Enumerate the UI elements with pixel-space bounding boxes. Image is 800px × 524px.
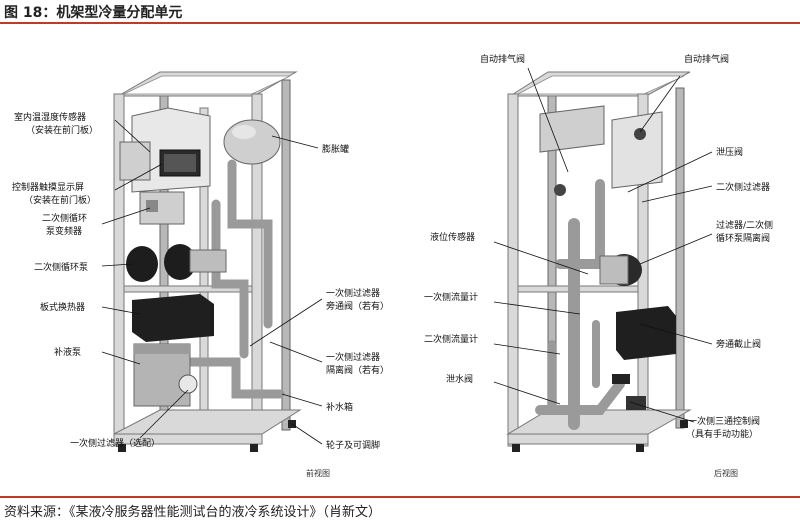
front-unit [114,72,300,452]
label-makeup-tank: 补水箱 [326,401,353,413]
label-secondary-flowmeter: 二次侧流量计 [424,333,478,345]
label-air-vent-left: 自动排气阀 [480,53,525,65]
label-three-way-valve: 一次侧三通控制阀 [688,415,760,427]
label-drain-valve: 泄水阀 [446,373,473,385]
source-note: 资料来源：《某液冷服务器性能测试台的液冷系统设计》（肖新文） [4,501,381,520]
label-bypass-stop: 旁通截止阀 [716,338,761,350]
label-filter-isolation-2: 隔离阀（若有） [326,364,389,376]
rear-unit [508,72,690,452]
label-room-sensor-note: （安装在前门板） [26,124,98,136]
label-pump-inverter: 二次侧循环 [42,212,87,224]
label-primary-flowmeter: 一次侧流量计 [424,291,478,303]
label-plate-hx: 板式换热器 [40,301,85,313]
label-touchscreen: 控制器触摸显示屏 [12,181,84,193]
front-view-caption: 前视图 [306,468,330,478]
label-level-sensor: 液位传感器 [430,231,475,243]
label-secondary-filter: 二次侧过滤器 [716,181,770,193]
bottom-rule [0,496,800,498]
label-relief-valve: 泄压阀 [716,146,743,158]
label-room-sensor: 室内温湿度传感器 [14,111,86,123]
label-filter-isolation: 一次侧过滤器 [326,351,380,363]
rear-frame-post-left [508,94,518,446]
label-secondary-pump: 二次侧循环泵 [34,261,88,273]
front-frame-post-back-right [282,80,290,430]
front-frame-bottom [114,410,300,434]
figure-title: 图 18：机架型冷量分配单元 [4,2,182,22]
label-makeup-pump: 补液泵 [54,346,81,358]
label-filter-bypass: 一次侧过滤器 [326,287,380,299]
expansion-tank [224,120,280,164]
label-filter-iso-2: 循环泵隔离阀 [716,232,770,244]
cdu-diagram: 室内温湿度传感器 （安装在前门板） 控制器触摸显示屏 （安装在前门板） 二次侧循… [0,24,800,496]
plate-heat-exchanger [132,294,214,342]
label-three-way-valve-note: （具有手动功能） [686,428,758,440]
label-pump-inverter-2: 泵变频器 [46,225,82,237]
label-primary-filter-optional: 一次侧过滤器（选配） [70,437,160,449]
label-touchscreen-note: （安装在前门板） [24,194,96,206]
label-casters: 轮子及可调脚 [326,439,380,451]
label-filter-iso: 过滤器/二次侧 [716,219,773,231]
label-filter-bypass-2: 旁通阀（若有） [326,300,389,312]
label-expansion-tank: 膨胀罐 [322,143,349,155]
label-air-vent-right: 自动排气阀 [684,53,729,65]
rear-view-caption: 后视图 [714,468,738,478]
